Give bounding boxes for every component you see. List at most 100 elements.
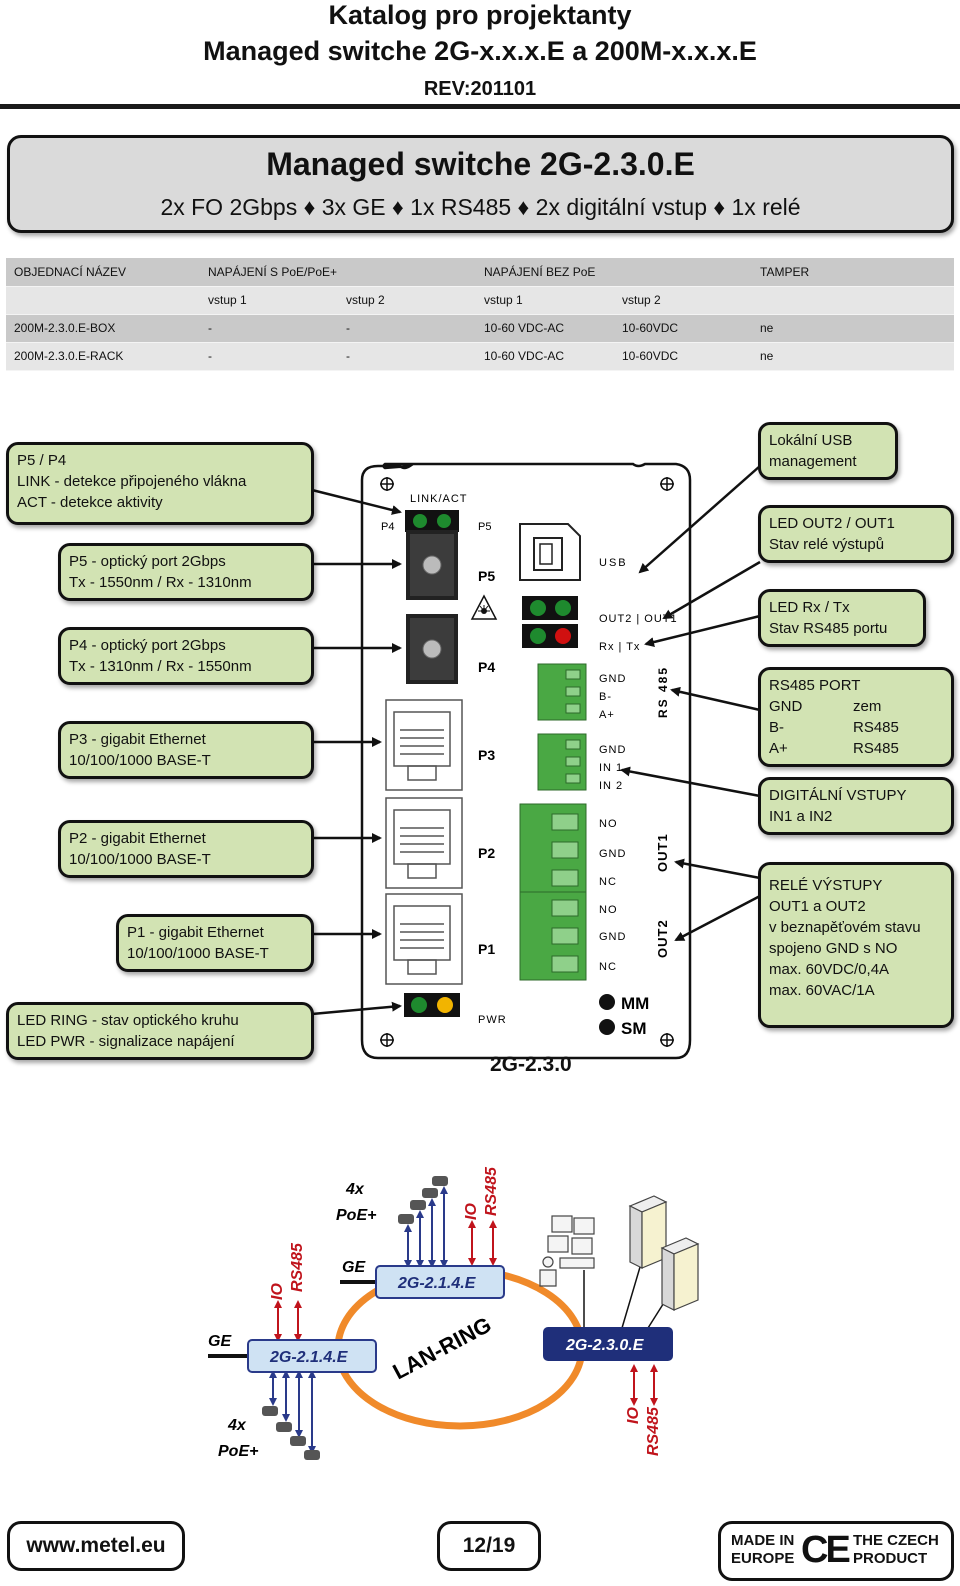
label-usb: USB xyxy=(599,557,628,569)
label-p1: P1 xyxy=(478,941,495,957)
led-tx xyxy=(555,628,571,644)
label-nc-1: NC xyxy=(599,876,617,888)
table-cell: 10-60 VDC-AC xyxy=(476,342,614,370)
table-subheader-cell: vstup 1 xyxy=(476,286,614,314)
callout-led-out: LED OUT2 / OUT1 Stav relé výstupů xyxy=(758,505,954,563)
table-cell: 10-60 VDC-AC xyxy=(476,314,614,342)
server-icon xyxy=(628,1195,668,1269)
table-subheader-cell: vstup 2 xyxy=(338,286,476,314)
arrow-link-act xyxy=(311,488,402,515)
label-out1-vertical: OUT1 xyxy=(655,833,670,872)
callout-line: max. 60VAC/1A xyxy=(769,982,875,999)
pin-function: RS485 xyxy=(853,719,899,736)
device-model-label: 2G-2.3.0 xyxy=(490,1053,572,1076)
label-no-1: NO xyxy=(599,818,618,830)
table-cell: 10-60VDC xyxy=(614,342,752,370)
pin-function: zem xyxy=(853,698,882,715)
led-ring xyxy=(411,997,427,1013)
table-header-row: OBJEDNACÍ NÁZEV NAPÁJENÍ S PoE/PoE+ NAPÁ… xyxy=(6,258,954,286)
ge-top-label: GE xyxy=(342,1259,366,1276)
callout-line: spojeno GND s NO xyxy=(769,940,898,957)
table-cell: 200M-2.3.0.E-BOX xyxy=(6,314,200,342)
callout-line: P1 - gigabit Ethernet xyxy=(127,924,264,941)
mm-indicator-icon xyxy=(599,994,615,1010)
callout-line: B-RS485 xyxy=(769,717,943,738)
poe-top-count: 4x xyxy=(345,1181,365,1198)
led-p4-link xyxy=(413,514,427,528)
table-header-cell: TAMPER xyxy=(752,258,954,286)
led-p5-link xyxy=(437,514,451,528)
switch-right-label: 2G-2.3.0.E xyxy=(565,1337,645,1354)
czech-line: THE CZECH xyxy=(853,1532,939,1549)
callout-digital-inputs: DIGITÁLNÍ VSTUPY IN1 a IN2 xyxy=(758,777,954,835)
arrow-digital xyxy=(620,766,761,798)
callout-led-rxtx: LED Rx / Tx Stav RS485 portu xyxy=(758,589,926,647)
rs485-label: RS485 xyxy=(483,1166,500,1216)
label-p4-small: P4 xyxy=(381,521,394,533)
rs485-terminal-block xyxy=(537,663,587,721)
pin-name: A+ xyxy=(769,740,788,757)
label-gnd-1: GND xyxy=(599,673,626,685)
arrow-led-rxtx xyxy=(644,614,761,647)
network-ring-diagram: 2G-2.1.4.E 2G-2.1.4.E 2G-2.3.0.E LAN-RIN… xyxy=(208,1166,700,1460)
table-header-cell: NAPÁJENÍ S PoE/PoE+ xyxy=(200,258,338,286)
digital-input-terminal-block xyxy=(537,733,587,791)
callout-led-ring-pwr: LED RING - stav optického kruhu LED PWR … xyxy=(6,1002,314,1060)
callout-usb: Lokální USB management xyxy=(758,422,898,480)
label-out2-out1: OUT2 | OUT1 xyxy=(599,613,678,625)
callout-line: A+ RS485 xyxy=(769,738,943,759)
callout-relay-outputs: RELÉ VÝSTUPY OUT1 a OUT2 v beznapěťovém … xyxy=(758,862,954,1028)
product-features: 2x FO 2Gbps ♦ 3x GE ♦ 1x RS485 ♦ 2x digi… xyxy=(160,194,801,220)
callout-line: management xyxy=(769,453,857,470)
label-in2: IN 2 xyxy=(599,780,623,792)
callout-line: Stav relé výstupů xyxy=(769,536,885,553)
pin-name: GND xyxy=(769,698,803,715)
switch-top xyxy=(375,1265,505,1299)
callout-p1-ethernet: P1 - gigabit Ethernet 10/100/1000 BASE-T xyxy=(116,914,314,972)
callout-line: Stav RS485 portu xyxy=(769,620,888,637)
callout-line: P5 / P4 xyxy=(17,452,67,469)
arrow-out2 xyxy=(674,894,761,942)
label-a-plus: A+ xyxy=(599,709,615,721)
mounting-screw-icon xyxy=(380,477,674,1047)
label-p3: P3 xyxy=(478,747,495,763)
server-icon xyxy=(660,1237,700,1311)
callout-line: 10/100/1000 BASE-T xyxy=(69,851,211,868)
table-header-cell: NAPÁJENÍ BEZ PoE xyxy=(476,258,614,286)
pin-function: RS485 xyxy=(853,740,899,757)
table-header-cell xyxy=(614,258,752,286)
label-p4: P4 xyxy=(478,659,495,675)
switch-right xyxy=(543,1327,673,1361)
label-no-2: NO xyxy=(599,904,618,916)
order-table: OBJEDNACÍ NÁZEV NAPÁJENÍ S PoE/PoE+ NAPÁ… xyxy=(6,258,954,371)
label-pwr: PWR xyxy=(478,1014,507,1026)
callout-line: RELÉ VÝSTUPY xyxy=(769,877,883,894)
label-gnd-2: GND xyxy=(599,744,626,756)
switch-left xyxy=(247,1339,377,1373)
poe-bottom-count: 4x xyxy=(227,1417,247,1434)
website-link[interactable]: www.metel.eu xyxy=(7,1521,185,1571)
made-in-badge: MADE IN EUROPE CE THE CZECH PRODUCT xyxy=(718,1521,954,1581)
callout-line: LINK - detekce připojeného vlákna xyxy=(17,473,247,490)
p3-ethernet-port xyxy=(385,699,463,791)
callout-p3-ethernet: P3 - gigabit Ethernet 10/100/1000 BASE-T xyxy=(58,721,314,779)
made-in-line: MADE IN xyxy=(731,1532,795,1549)
table-subheader-cell: vstup 2 xyxy=(614,286,752,314)
label-p5: P5 xyxy=(478,568,495,584)
table-cell: ne xyxy=(752,314,954,342)
czech-product-text: THE CZECH PRODUCT xyxy=(853,1532,939,1568)
callout-line: P3 - gigabit Ethernet xyxy=(69,731,206,748)
arrow-led-ring xyxy=(311,1001,402,1016)
table-row: 200M-2.3.0.E-BOX - - 10-60 VDC-AC 10-60V… xyxy=(6,314,954,342)
ge-left-label: GE xyxy=(208,1333,232,1350)
camera-icon xyxy=(398,1176,448,1224)
made-in-text: MADE IN EUROPE xyxy=(731,1532,794,1568)
io-label: IO xyxy=(269,1283,286,1300)
made-in-line: EUROPE xyxy=(731,1550,795,1567)
callout-line: LED OUT2 / OUT1 xyxy=(769,515,895,532)
callout-line: LED PWR - signalizace napájení xyxy=(17,1033,235,1050)
callout-line: Tx - 1550nm / Rx - 1310nm xyxy=(69,574,252,591)
table-row: 200M-2.3.0.E-RACK - - 10-60 VDC-AC 10-60… xyxy=(6,342,954,370)
callout-line: max. 60VDC/0,4A xyxy=(769,961,890,978)
